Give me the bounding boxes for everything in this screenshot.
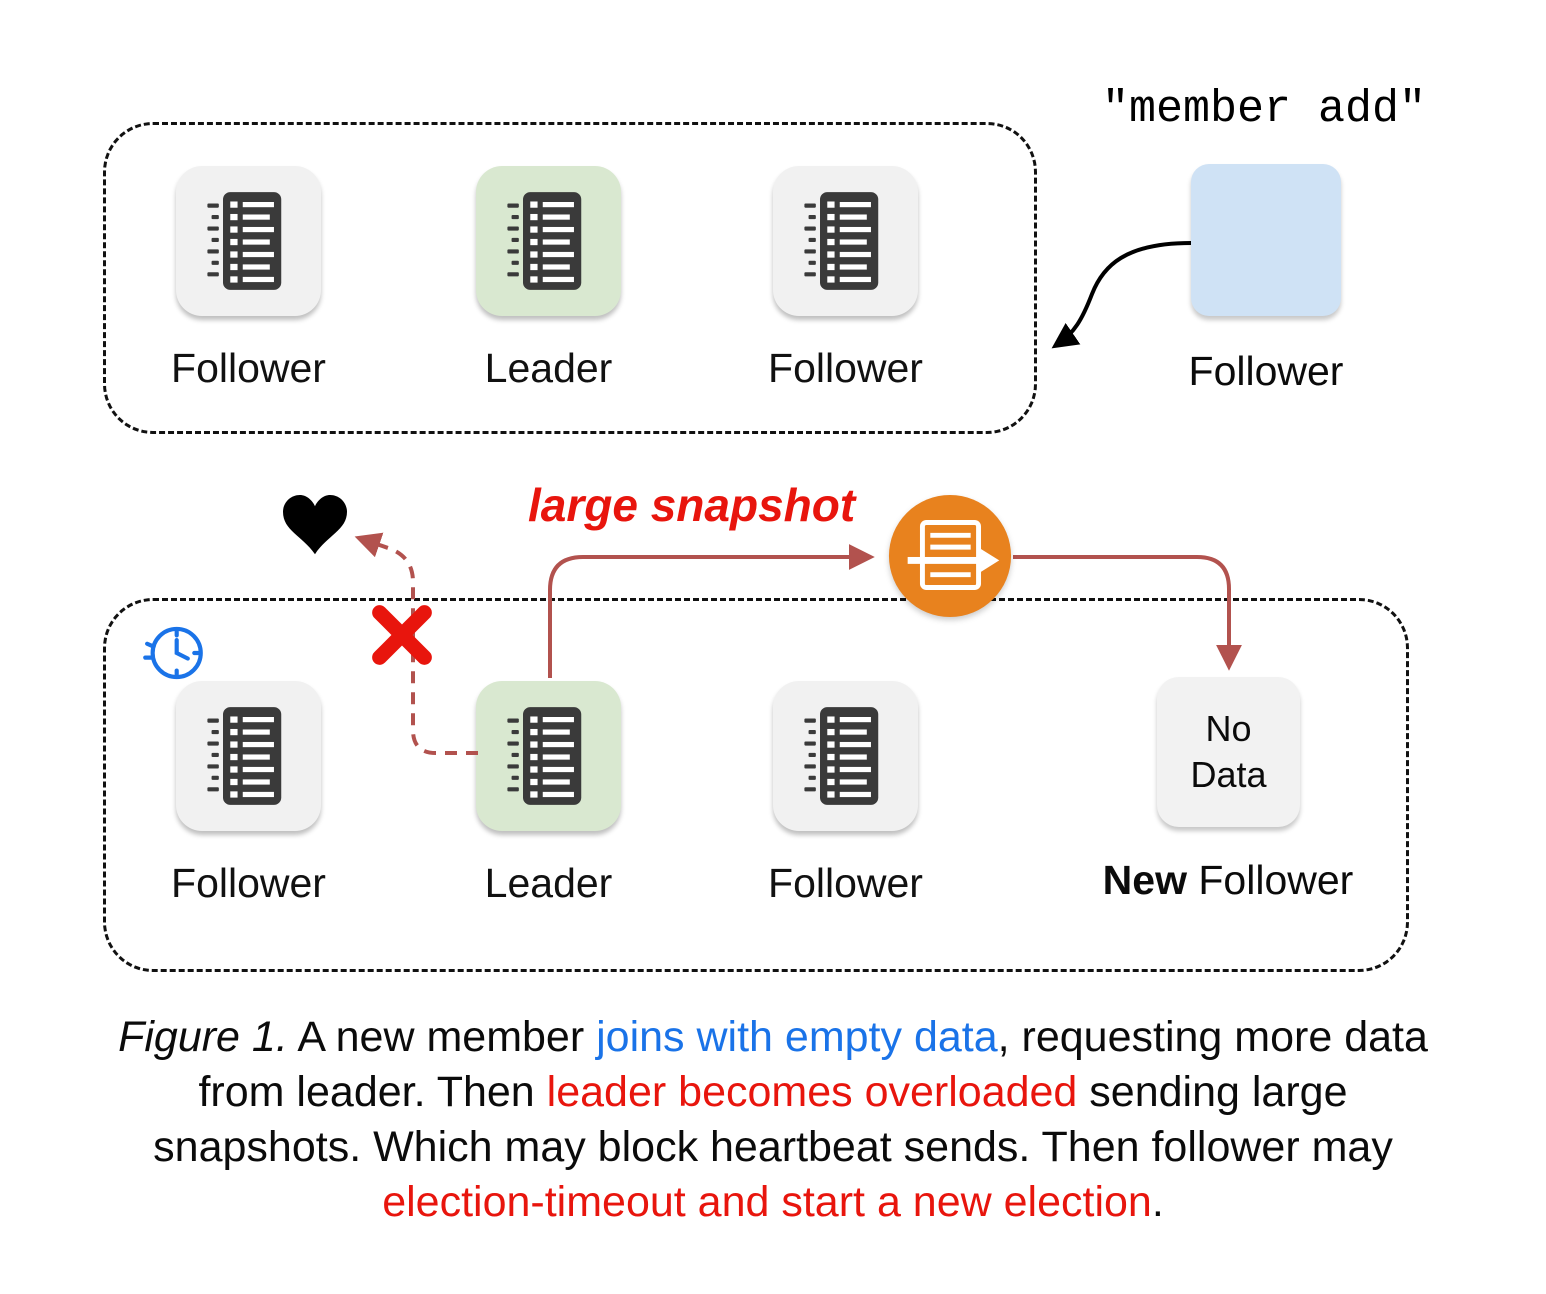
new-member-label: Follower	[1188, 348, 1344, 394]
node-label: Leader	[484, 345, 613, 391]
log-icon	[176, 166, 321, 316]
log-icon	[773, 166, 918, 316]
caption-text-red: leader becomes overloaded	[546, 1068, 1078, 1116]
large-snapshot-label: large snapshot	[528, 479, 856, 531]
log-icon	[476, 166, 621, 316]
blocked-x-icon	[372, 605, 432, 665]
caption-figure-number: Figure 1.	[118, 1013, 288, 1061]
new-follower-label-bold: New	[1102, 857, 1187, 903]
caption-line-4: election-timeout and start a new electio…	[0, 1175, 1546, 1230]
node-label: Leader	[484, 860, 613, 906]
heart-icon	[283, 495, 347, 555]
snapshot-transfer-icon	[888, 494, 1012, 618]
caption-line-3: snapshots. Which may block heartbeat sen…	[0, 1120, 1546, 1175]
figure-caption: Figure 1. A new member joins with empty …	[0, 1010, 1546, 1230]
node-label: Follower	[768, 860, 923, 906]
member-add-arrow	[1051, 241, 1192, 349]
top-cluster-box	[103, 122, 1037, 434]
bottom-node-follower-1: Follower	[171, 681, 326, 906]
new-member-box	[1191, 164, 1341, 316]
caption-text-blue: joins with empty data	[596, 1013, 998, 1061]
log-icon	[476, 681, 621, 831]
top-node-follower-2: Follower	[768, 166, 923, 391]
caption-line-1: Figure 1. A new member joins with empty …	[0, 1010, 1546, 1065]
caption-text-red: election-timeout and start a new electio…	[382, 1178, 1152, 1226]
bottom-node-follower-2: Follower	[768, 681, 923, 906]
node-label: Follower	[768, 345, 923, 391]
election-timeout-clock-icon	[143, 626, 203, 680]
caption-text: A new member	[287, 1013, 597, 1061]
node-label: Follower	[171, 860, 326, 906]
log-icon	[176, 681, 321, 831]
top-node-follower-1: Follower	[171, 166, 326, 391]
member-add-label: "member add"	[1102, 84, 1427, 135]
top-node-leader: Leader	[476, 166, 621, 391]
node-label: Follower	[171, 345, 326, 391]
caption-text: , requesting more data	[997, 1013, 1428, 1061]
no-data-text: No Data	[1190, 708, 1267, 795]
caption-text: sending large	[1077, 1068, 1348, 1116]
new-follower-label-rest: Follower	[1186, 857, 1354, 903]
bottom-node-leader: Leader	[476, 681, 621, 906]
no-data-box: No Data	[1157, 677, 1300, 827]
caption-text: snapshots. Which may block heartbeat sen…	[153, 1123, 1393, 1171]
caption-text: .	[1151, 1178, 1164, 1226]
new-follower-label: New Follower	[1103, 857, 1354, 904]
caption-text: from leader. Then	[198, 1068, 547, 1116]
caption-line-2: from leader. Then leader becomes overloa…	[0, 1065, 1546, 1120]
log-icon	[773, 681, 918, 831]
